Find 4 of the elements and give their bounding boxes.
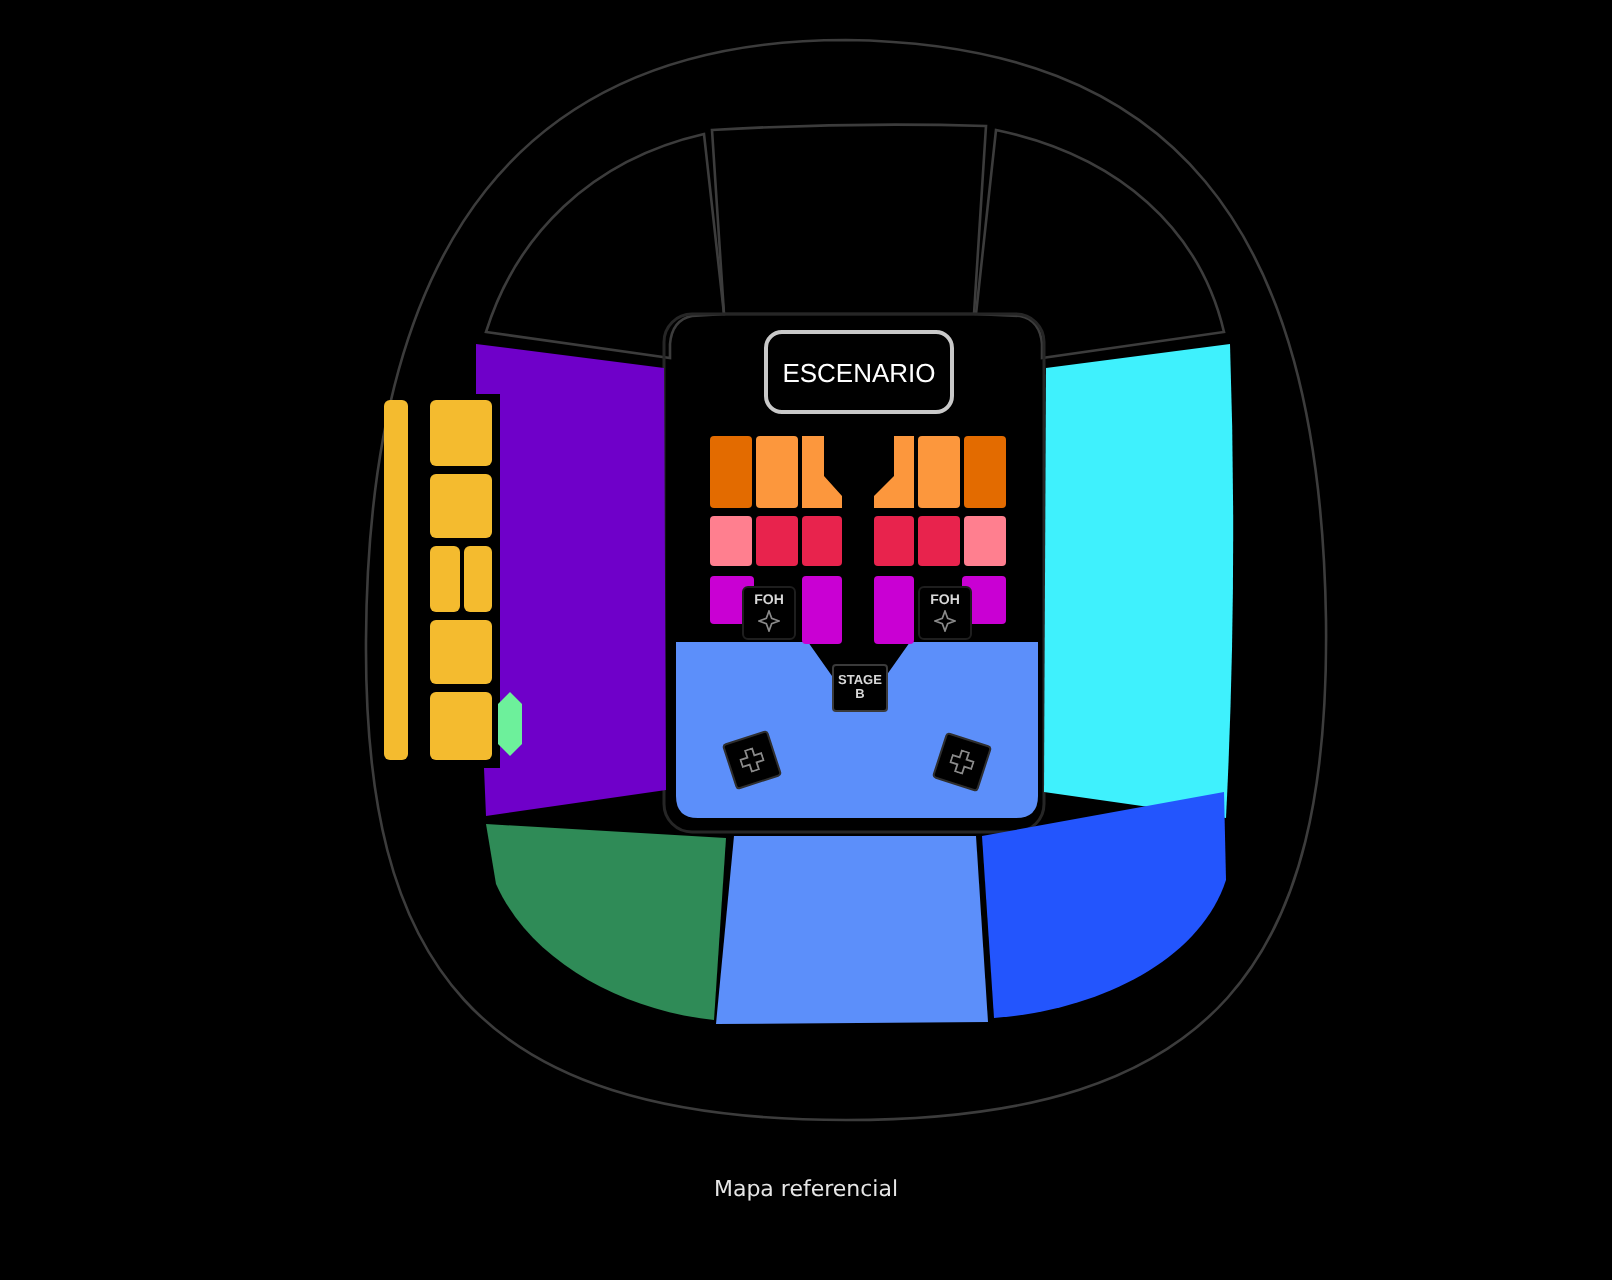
foh-platform bbox=[918, 586, 972, 640]
stage-label: ESCENARIO bbox=[764, 330, 954, 414]
caption: Mapa referencial bbox=[713, 1176, 899, 1202]
foh-platform bbox=[742, 586, 796, 640]
